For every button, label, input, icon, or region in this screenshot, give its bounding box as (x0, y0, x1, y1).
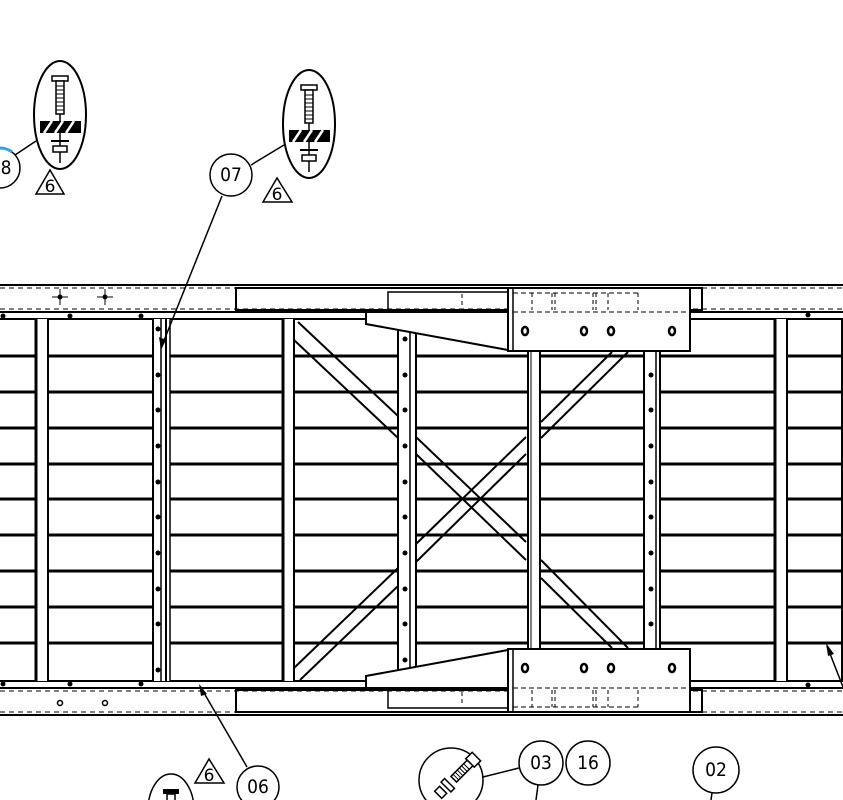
x-brace (293, 321, 629, 681)
strip-rivets (155, 326, 654, 673)
svg-text:8: 8 (1, 157, 12, 179)
svg-text:02: 02 (705, 759, 727, 781)
svg-text:16: 16 (577, 752, 599, 774)
crosshair-mark (97, 289, 113, 305)
revision-triangle: 6 (34, 168, 66, 197)
balloon-06: 06 (236, 765, 280, 800)
balloon-02: 02 (692, 746, 740, 794)
bolt-detail-center-icon (282, 69, 336, 179)
top-bracket (365, 287, 691, 352)
bolt-head-detail-icon (148, 773, 194, 800)
bolt-detail-left-icon (33, 60, 87, 170)
bolt-detail-angled-icon (418, 747, 484, 800)
leader-line-06 (199, 685, 248, 768)
leader-line-07 (160, 195, 223, 349)
revision-triangle: 6 (193, 757, 226, 786)
svg-text:6: 6 (45, 177, 56, 197)
svg-text:6: 6 (272, 185, 283, 205)
balloon-03: 03 (518, 740, 564, 786)
balloon-07: 07 (209, 153, 253, 197)
vertical-members (34, 319, 843, 681)
svg-text:6: 6 (204, 766, 215, 786)
svg-text:07: 07 (220, 164, 242, 186)
svg-text:03: 03 (530, 752, 552, 774)
bottom-bracket (365, 648, 691, 713)
crosshair-mark (52, 289, 68, 305)
balloon-16: 16 (565, 740, 611, 786)
horizontal-bars (0, 354, 843, 645)
balloon-08: 8 (0, 146, 21, 189)
revision-triangle: 6 (261, 176, 294, 205)
svg-text:06: 06 (247, 776, 269, 798)
